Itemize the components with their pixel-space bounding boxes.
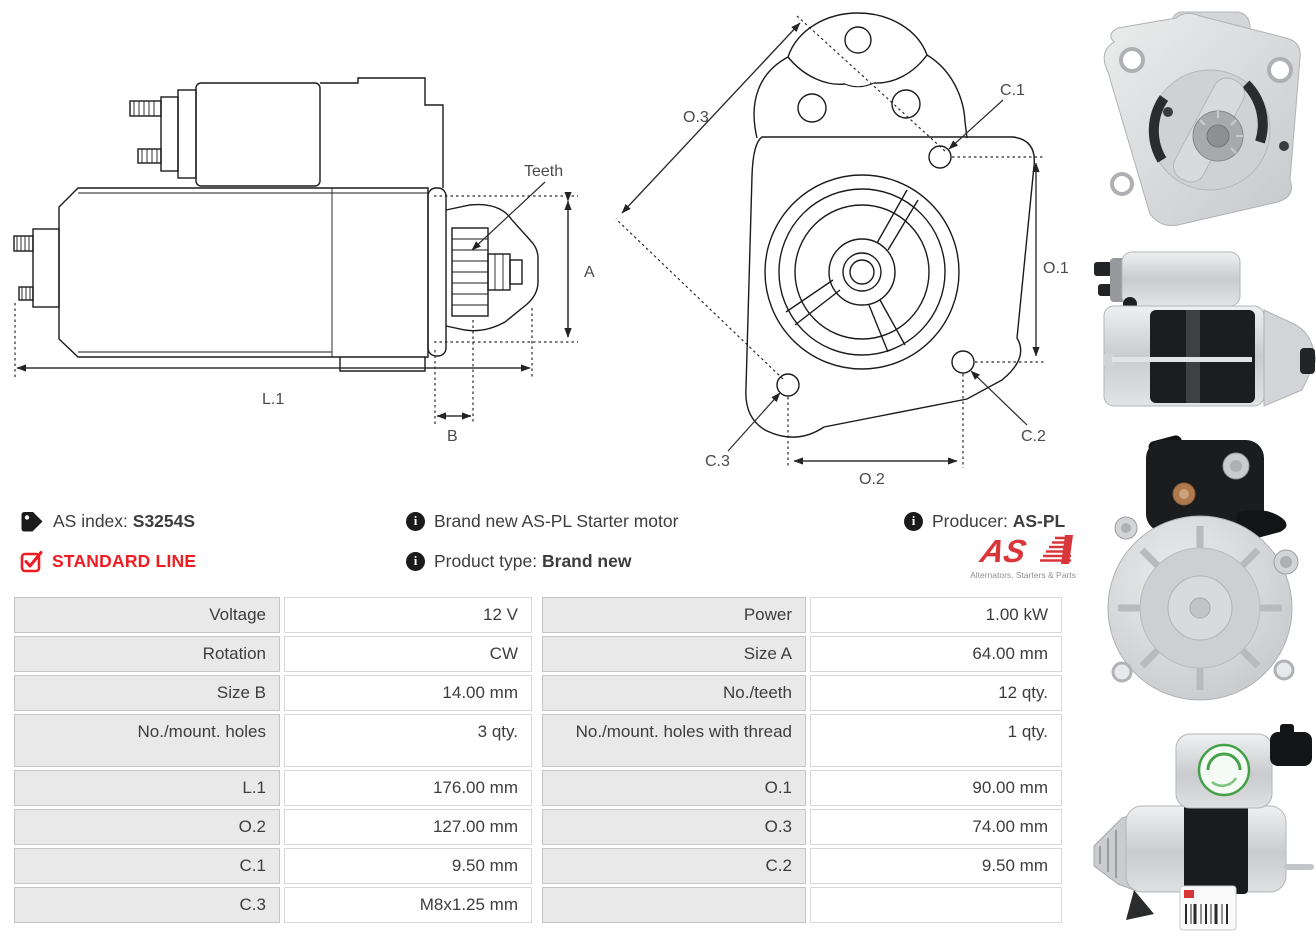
spec-label: Voltage [14,597,280,633]
spec-value: 1.00 kW [810,597,1062,633]
spec-label: O.3 [542,809,806,845]
producer-value: AS-PL [1012,510,1066,531]
dim-label-c2: C.2 [1021,428,1046,445]
producer: Producer: AS-PL [932,511,1065,532]
table-row: Rotation CW Size A 64.00 mm [14,636,1062,672]
dim-label-o1: O.1 [1043,260,1069,277]
dim-label-l1: L.1 [262,391,284,408]
as-index-value: S3254S [132,510,196,531]
spec-value: M8x1.25 mm [284,887,532,923]
info-icon: i [406,551,425,571]
info-icon: i [904,511,923,531]
product-photo-flange-view[interactable] [1088,8,1316,234]
spec-label: Rotation [14,636,280,672]
as-pl-logo-subtitle: Alternators, Starters & Parts [970,570,1076,580]
product-photo-gallery [1088,0,1316,936]
spec-label: C.2 [542,848,806,884]
product-type-label: Product type: [434,550,538,571]
spec-value: 12 V [284,597,532,633]
dim-label-c1: C.1 [1000,82,1025,99]
spec-label: C.3 [14,887,280,923]
technical-drawing-side-view: Teeth A L.1 B [13,77,595,445]
product-type-line: i Product type: Brand new [406,548,631,574]
spec-label [542,887,806,923]
checkbox-checked-icon [20,550,43,572]
spec-value: CW [284,636,532,672]
spec-label: L.1 [14,770,280,806]
spec-value: 9.50 mm [810,848,1062,884]
spec-label: O.2 [14,809,280,845]
spec-value: 3 qty. [284,714,532,767]
spec-value [810,887,1062,923]
table-row: Size B 14.00 mm No./teeth 12 qty. [14,675,1062,711]
spec-label: No./mount. holes [14,714,280,767]
as-pl-logo-icon: AS [976,533,1073,569]
spec-value: 64.00 mm [810,636,1062,672]
as-index-line: AS index: S3254S [20,508,195,534]
spec-value: 127.00 mm [284,809,532,845]
spec-label: Size B [14,675,280,711]
spec-table: Voltage 12 V Power 1.00 kW Rotation CW S… [14,597,1062,923]
product-photo-angled-view[interactable] [1088,718,1316,936]
dim-label-a: A [584,264,595,281]
spec-value: 12 qty. [810,675,1062,711]
tag-icon [21,511,43,531]
producer-label: Producer: [932,510,1008,531]
dim-label-o2: O.2 [859,471,885,488]
as-pl-logo-text: AS [976,533,1029,567]
spec-label: No./mount. holes with thread [542,714,806,767]
brand-new-line: i Brand new AS-PL Starter motor [406,508,678,534]
table-row: L.1 176.00 mm O.1 90.00 mm [14,770,1062,806]
spec-label: Size A [542,636,806,672]
technical-drawing-front-view: O.3 C.1 O.1 C.2 C.3 O.2 [615,12,1069,488]
dim-label-teeth: Teeth [524,163,563,180]
as-index-label: AS index: [53,510,128,531]
spec-value: 14.00 mm [284,675,532,711]
as-index: AS index: S3254S [53,511,195,532]
info-icon: i [406,511,425,531]
standard-line-badge: STANDARD LINE [20,548,196,574]
table-row: No./mount. holes 3 qty. No./mount. holes… [14,714,1062,767]
product-type-value: Brand new [542,550,632,571]
as-pl-logo: AS Alternators, Starters & Parts [964,533,1082,580]
product-photo-side-view[interactable] [1088,240,1316,426]
table-row: C.1 9.50 mm C.2 9.50 mm [14,848,1062,884]
spec-label: C.1 [14,848,280,884]
table-row: O.2 127.00 mm O.3 74.00 mm [14,809,1062,845]
dim-label-c3: C.3 [705,453,730,470]
dim-label-b: B [447,428,458,445]
standard-line-text: STANDARD LINE [52,550,197,571]
product-type: Product type: Brand new [434,551,631,572]
spec-value: 176.00 mm [284,770,532,806]
producer-line: i Producer: AS-PL [904,508,1065,534]
table-row: C.3 M8x1.25 mm [14,887,1062,923]
product-photo-rear-view[interactable] [1088,432,1316,710]
dim-label-o3: O.3 [683,109,709,126]
spec-value: 74.00 mm [810,809,1062,845]
spec-label: Power [542,597,806,633]
brand-new-text: Brand new AS-PL Starter motor [434,510,679,531]
spec-value: 1 qty. [810,714,1062,767]
spec-label: O.1 [542,770,806,806]
spec-label: No./teeth [542,675,806,711]
table-row: Voltage 12 V Power 1.00 kW [14,597,1062,633]
spec-value: 90.00 mm [810,770,1062,806]
spec-value: 9.50 mm [284,848,532,884]
